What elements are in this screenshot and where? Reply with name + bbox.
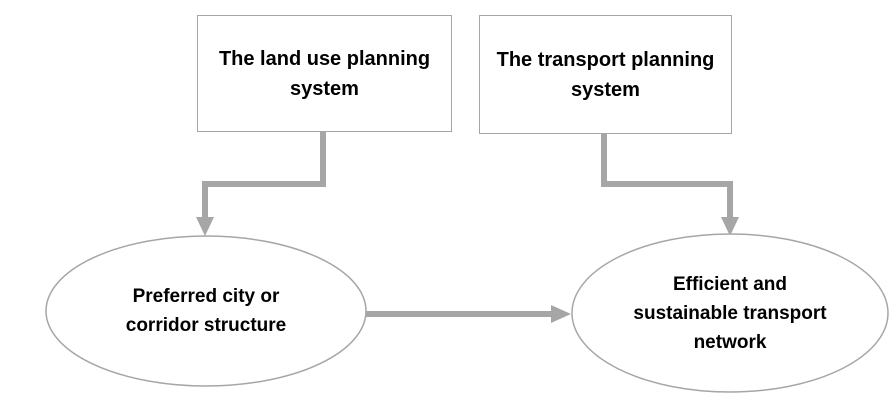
arrow-land-use-to-city-structure bbox=[196, 131, 326, 236]
transport-planning-box: The transport planning system bbox=[479, 15, 732, 134]
network-label: Efficient and sustainable transport netw… bbox=[633, 273, 827, 353]
network-ellipse bbox=[571, 233, 889, 393]
land-use-planning-label: The land use planning system bbox=[218, 47, 431, 100]
city-structure-ellipse bbox=[45, 235, 367, 387]
land-use-planning-box: The land use planning system bbox=[197, 15, 452, 132]
transport-planning-label: The transport planning system bbox=[496, 48, 715, 101]
arrow-transport-to-network bbox=[601, 133, 739, 236]
arrow-city-structure-to-network bbox=[366, 305, 571, 323]
city-structure-label: Preferred city or corridor structure bbox=[125, 286, 287, 336]
